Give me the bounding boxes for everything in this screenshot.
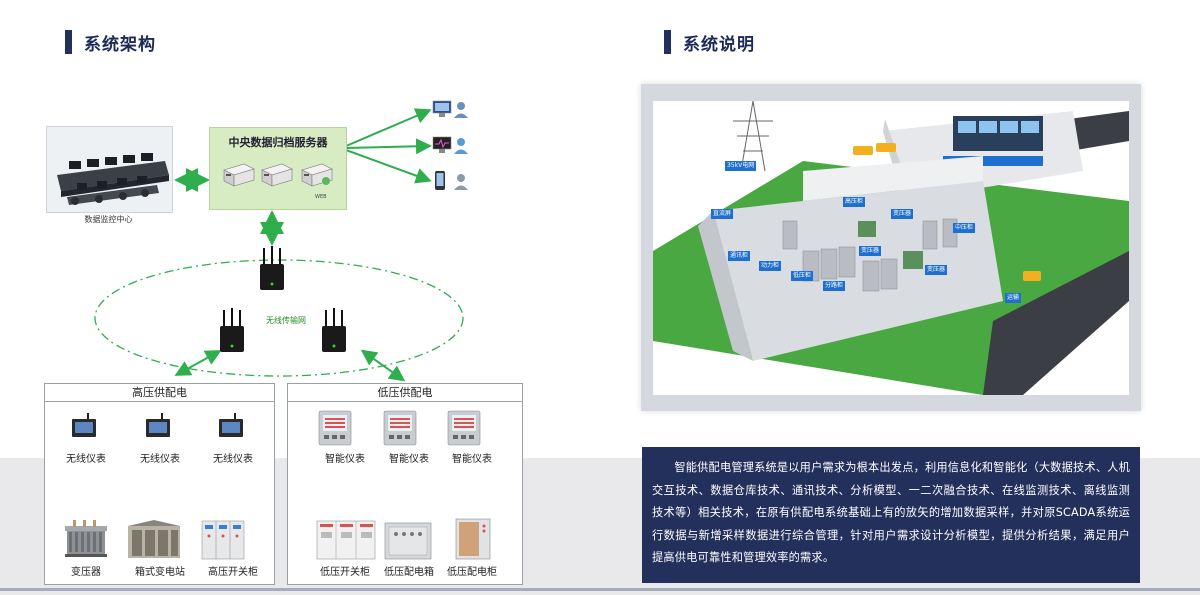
scene-tag-power-cabinet: 动力柜 (759, 261, 782, 271)
smart-meter-icon (318, 410, 352, 446)
bottom-line (0, 588, 1200, 591)
description-text: 智能供配电管理系统是以用户需求为根本出发点，利用信息化和智能化（大数据技术、人机… (652, 461, 1130, 565)
server-unit-icon (223, 163, 255, 187)
lv-meter-label-1: 智能仪表 (325, 454, 365, 465)
hv-switchgear-icon (201, 520, 245, 560)
control-room-illustration (47, 127, 172, 212)
hv-equipment-label-1: 变压器 (71, 567, 101, 578)
lv-equipment-label-3: 低压配电柜 (447, 567, 497, 578)
scene-tag-transformer-3: 变压器 (925, 265, 948, 275)
scene-tag-hv-cabinet: 高压柜 (843, 197, 866, 207)
lv-meter-label-3: 智能仪表 (452, 454, 492, 465)
lv-meter-label-2: 智能仪表 (389, 454, 429, 465)
scene-tag-transformer-2: 变压器 (859, 246, 882, 256)
wireless-meter-icon (72, 413, 96, 437)
title-bar (65, 30, 72, 54)
lv-distribution-box-icon (384, 522, 432, 560)
server-client3-arrow (345, 149, 432, 184)
title-bar (664, 30, 671, 54)
high-voltage-title: 高压供配电 (45, 384, 274, 402)
server-title: 中央数据归档服务器 (228, 136, 328, 149)
smart-meter-icon (447, 410, 481, 446)
hv-equipment-label-2: 箱式变电站 (135, 567, 185, 578)
scene-tag-comm-cabinet: 通讯柜 (728, 251, 751, 261)
wireless-meter-icon (219, 413, 243, 437)
transformer-icon (65, 520, 107, 557)
scene-tag-lv-cabinet: 低压柜 (791, 271, 814, 281)
monitor-center-image (46, 126, 173, 213)
desktop-user-icon (432, 100, 468, 118)
archive-server-box: 中央数据归档服务器 WEB (209, 127, 347, 210)
web-label: WEB (315, 194, 327, 200)
hv-meter-label-2: 无线仪表 (140, 454, 180, 465)
lv-equipment-label-2: 低压配电箱 (384, 567, 434, 578)
description-title: 系统说明 (664, 30, 755, 55)
smart-meter-icon (383, 410, 417, 446)
wireless-network-label: 无线传输网 (266, 316, 306, 325)
scene-tag-transport: 运输 (1005, 293, 1022, 303)
low-voltage-title: 低压供配电 (288, 384, 522, 402)
wireless-meter-icon (146, 413, 170, 437)
lv-distribution-cabinet-icon (455, 518, 491, 560)
lv-equipment-label-1: 低压开关柜 (320, 567, 370, 578)
scene-tag-grid: 35kV电网 (725, 161, 757, 171)
mobile-user-icon (435, 171, 468, 190)
scene-tag-transformer-1: 变压器 (891, 209, 914, 219)
scene-tag-branch-cabinet: 分路柜 (823, 281, 846, 291)
server-unit-icon (261, 163, 293, 187)
architecture-title: 系统架构 (65, 30, 156, 55)
scene-tag-dc-panel: 直流屏 (711, 209, 734, 219)
lv-switchgear-icon (316, 520, 376, 560)
hv-equipment-label-3: 高压开关柜 (208, 567, 258, 578)
architecture-title-text: 系统架构 (84, 34, 156, 55)
description-box: 智能供配电管理系统是以用户需求为根本出发点，利用信息化和智能化（大数据技术、人机… (642, 447, 1140, 583)
power-room-illustration: 35kV电网 直流屏 高压柜 变压器 中压柜 通讯柜 动力柜 低压柜 分路柜 变… (653, 101, 1129, 395)
wireless-router-icon (260, 246, 284, 290)
scene-drawing (653, 101, 1129, 395)
scene-frame: 35kV电网 直流屏 高压柜 变压器 中压柜 通讯柜 动力柜 低压柜 分路柜 变… (641, 84, 1141, 411)
hv-meter-label-1: 无线仪表 (66, 454, 106, 465)
monitor-center-label: 数据监控中心 (84, 215, 133, 224)
server-unit-icon (301, 163, 333, 187)
scene-tag-mv-cabinet: 中压柜 (953, 223, 976, 233)
wireless-router-icon (220, 308, 244, 352)
router-hv-arrow (174, 350, 222, 376)
monitor-user-icon (432, 136, 468, 154)
server-client1-arrow (345, 108, 432, 147)
router-lv-arrow (360, 349, 406, 382)
description-title-text: 系统说明 (683, 34, 755, 55)
box-substation-icon (128, 520, 180, 558)
hv-meter-label-3: 无线仪表 (213, 454, 253, 465)
wireless-router-icon (322, 308, 346, 352)
server-client2-arrow (345, 138, 432, 155)
